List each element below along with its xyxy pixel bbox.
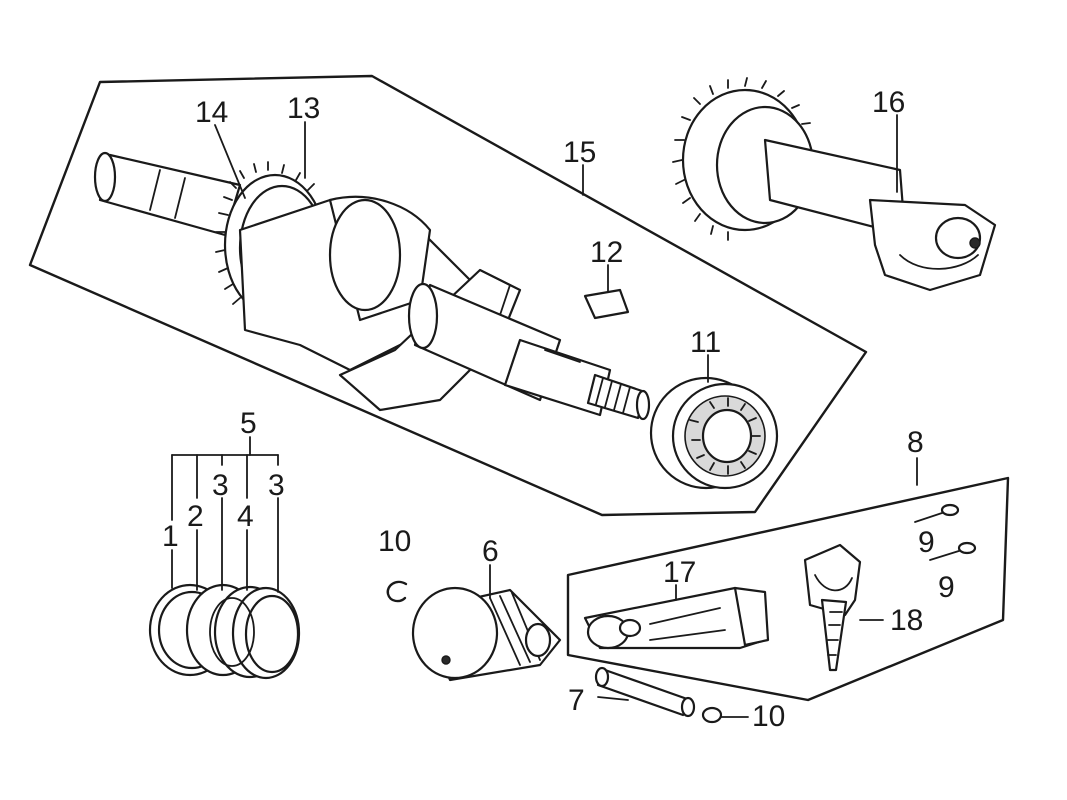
woodruff-key bbox=[583, 288, 630, 320]
label-10-lower: 10 bbox=[752, 700, 785, 733]
label-18: 18 bbox=[890, 604, 923, 637]
label-15: 15 bbox=[563, 136, 596, 169]
label-5: 5 bbox=[240, 407, 257, 440]
circlip-lower bbox=[701, 706, 723, 724]
conrod-group-outline bbox=[566, 476, 1010, 702]
label-3-inner: 3 bbox=[212, 469, 229, 502]
crankshaft-group-outline bbox=[28, 74, 868, 517]
label-11: 11 bbox=[690, 326, 721, 359]
label-2: 2 bbox=[187, 500, 204, 533]
connecting-rod bbox=[583, 586, 770, 650]
label-12: 12 bbox=[590, 236, 623, 269]
circlip-upper bbox=[386, 580, 408, 603]
label-9-lower: 9 bbox=[938, 571, 955, 604]
piston-ring-set bbox=[148, 583, 301, 680]
label-7: 7 bbox=[568, 684, 585, 717]
piston bbox=[411, 586, 562, 682]
label-8: 8 bbox=[907, 426, 924, 459]
label-4: 4 bbox=[237, 500, 254, 533]
leader-lines bbox=[171, 114, 918, 718]
label-16: 16 bbox=[872, 86, 905, 119]
main-bearing bbox=[649, 376, 779, 490]
rod-cap bbox=[803, 543, 862, 672]
label-10-upper: 10 bbox=[378, 525, 411, 558]
label-14: 14 bbox=[195, 96, 228, 129]
label-6: 6 bbox=[482, 535, 499, 568]
label-13: 13 bbox=[287, 92, 320, 125]
label-1: 1 bbox=[162, 520, 179, 553]
rod-bolt-upper bbox=[914, 503, 960, 523]
rod-bolt-lower bbox=[929, 541, 977, 561]
label-17: 17 bbox=[663, 556, 696, 589]
label-9-upper: 9 bbox=[918, 526, 935, 559]
balancer-shaft bbox=[672, 77, 997, 292]
crankshaft-part bbox=[93, 151, 651, 421]
piston-pin bbox=[594, 666, 696, 718]
label-3-outer: 3 bbox=[268, 469, 285, 502]
